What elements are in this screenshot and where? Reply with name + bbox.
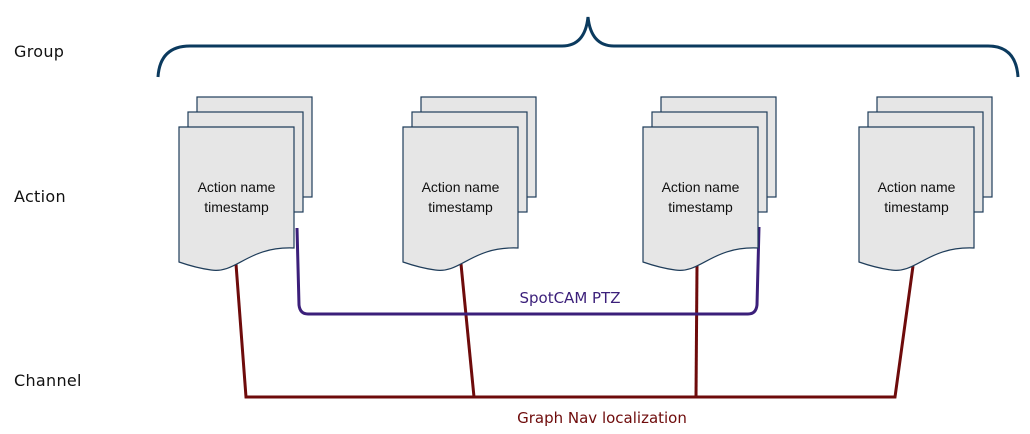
- action-name: Action name: [198, 179, 276, 195]
- channel-graph-nav: Graph Nav localization: [234, 263, 915, 427]
- channel-spotcam-ptz: SpotCAM PTZ: [295, 226, 761, 316]
- action-document: [642, 126, 759, 271]
- action-timestamp: timestamp: [884, 199, 949, 215]
- action-document: [858, 126, 975, 271]
- action-stack: Action name timestamp: [858, 96, 993, 271]
- action-name: Action name: [422, 179, 500, 195]
- row-label-channel: Channel: [14, 371, 82, 390]
- action-document: [402, 126, 519, 271]
- action-stack: Action name timestamp: [642, 96, 777, 271]
- action-name: Action name: [878, 179, 956, 195]
- action-timestamp: timestamp: [204, 199, 269, 215]
- action-timestamp: timestamp: [428, 199, 493, 215]
- action-timestamp: timestamp: [668, 199, 733, 215]
- row-label-group: Group: [14, 42, 65, 61]
- graph-nav-connector: [459, 263, 476, 398]
- spotcam-label: SpotCAM PTZ: [519, 289, 620, 307]
- graph-nav-connector: [234, 263, 915, 399]
- group-brace: [156, 16, 1020, 78]
- action-stack: Action name timestamp: [178, 96, 313, 271]
- graph-nav-label: Graph Nav localization: [517, 409, 687, 427]
- spotcam-connector: [295, 226, 761, 316]
- action-name: Action name: [662, 179, 740, 195]
- action-document: [178, 126, 295, 271]
- action-stack: Action name timestamp: [402, 96, 537, 271]
- graph-nav-connector: [694, 265, 699, 398]
- row-label-action: Action: [14, 187, 66, 206]
